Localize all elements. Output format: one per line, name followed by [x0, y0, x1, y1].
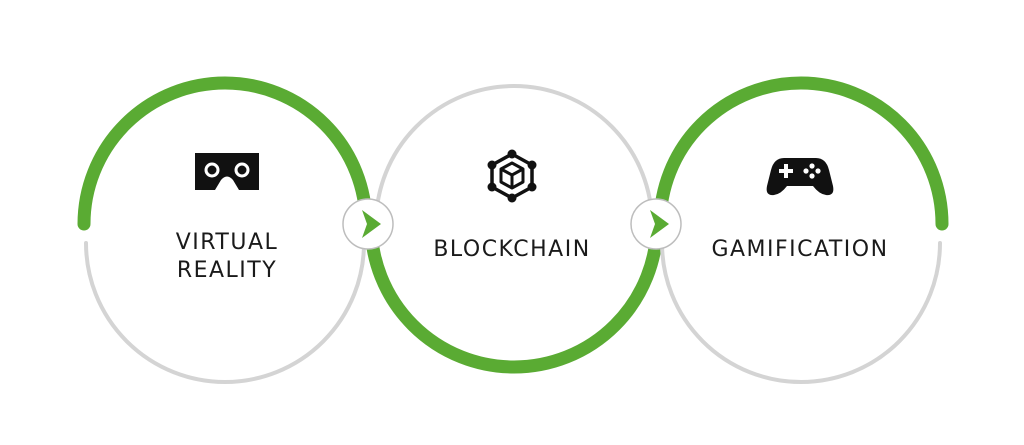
stage-label-blockchain: BLOCKCHAIN: [392, 236, 632, 264]
stage-circle-gamification: [653, 76, 949, 384]
stage-ring-grey: [374, 84, 654, 226]
connector-arrow-1: [342, 198, 394, 250]
stage-ring-green: [77, 76, 373, 231]
stage-label-line: GAMIFICATION: [711, 237, 889, 262]
stage-label-line: VIRTUAL: [175, 230, 279, 255]
connector-arrow-2: [630, 198, 682, 250]
stage-circle-vr: [77, 76, 373, 384]
stage-circle-blockchain: [364, 84, 664, 374]
blockchain-cube-icon: [487, 149, 537, 203]
stage-ring-grey: [84, 241, 366, 384]
stage-ring-green: [653, 76, 949, 231]
stage-label-virtual-reality: VIRTUAL REALITY: [107, 229, 347, 285]
arrow-right-icon: [362, 210, 381, 238]
arrow-right-icon: [650, 210, 669, 238]
gamepad-icon: [766, 158, 834, 196]
stage-label-gamification: GAMIFICATION: [680, 236, 920, 264]
stage-ring-grey: [660, 241, 942, 384]
stage-label-line: REALITY: [176, 258, 278, 283]
stage-ring-green: [364, 223, 664, 374]
stage-label-line: BLOCKCHAIN: [433, 237, 591, 262]
vr-headset-icon: [195, 153, 259, 190]
